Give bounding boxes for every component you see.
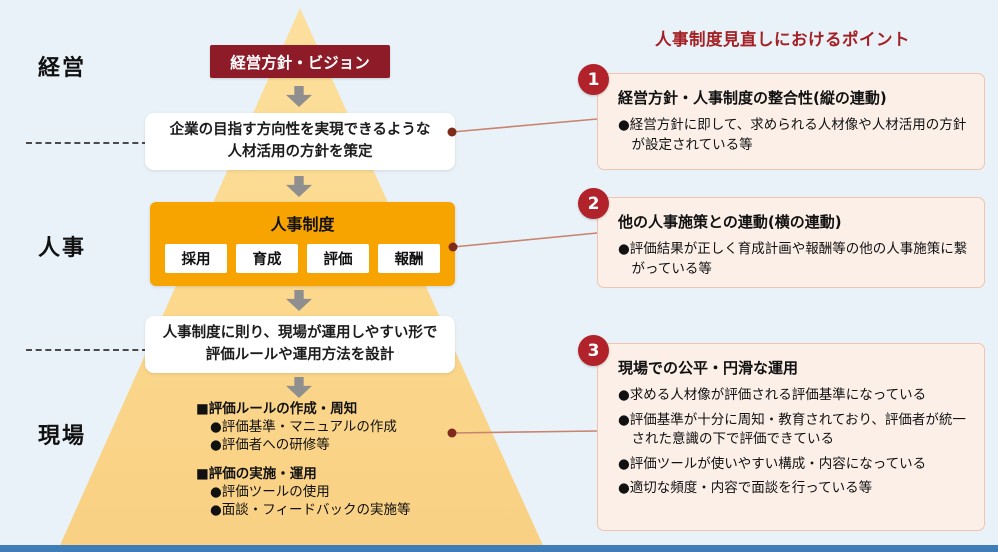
point-heading-3: 現場での公平・円滑な運用 — [618, 359, 799, 377]
point-bullet: ●適切な頻度・内容で面談を行っている等 — [618, 480, 873, 497]
level-label-field: 現場 — [38, 424, 87, 449]
policy-box-line2: 人材活用の方針を策定 — [227, 143, 373, 160]
policy-box-line1: 企業の目指す方向性を実現できるような — [169, 122, 431, 139]
bottom-accent-bar — [0, 545, 998, 552]
hr-item-recruit: 採用 — [165, 244, 227, 273]
hr-system-box: 人事制度 採用 育成 評価 報酬 — [150, 202, 455, 286]
point-bullet: ●評価結果が正しく育成計画や報酬等の他の人事施策に繋がっている等 — [618, 241, 968, 277]
spacer — [196, 454, 411, 466]
level-label-management: 経営 — [38, 56, 87, 81]
design-box-line2: 評価ルールや運用方法を設計 — [205, 346, 395, 363]
point-box-3: 現場での公平・円滑な運用 ●求める人材像が評価される評価基準になっている ●評価… — [597, 343, 985, 531]
hr-system-title: 人事制度 — [270, 215, 335, 234]
field-group-item: ●面談・フィードバックの実施等 — [210, 502, 411, 519]
level-divider-top — [26, 142, 148, 144]
point-heading-1: 経営方針・人事制度の整合性(縦の連動) — [618, 89, 887, 107]
hr-item-reward: 報酬 — [378, 244, 440, 273]
level-divider-bottom — [26, 349, 148, 351]
point-bullet: ●評価基準が十分に周知・教育されており、評価者が統一された意識の下で評価できてい… — [618, 411, 966, 448]
vision-box: 経営方針・ビジョン — [210, 45, 390, 78]
design-box-line1: 人事制度に則り、現場が運用しやすい形で — [162, 325, 438, 342]
hr-item-develop: 育成 — [236, 244, 298, 273]
point-heading-2: 他の人事施策との連動(横の連動) — [618, 213, 842, 231]
field-group-item: ●評価者への研修等 — [210, 436, 330, 453]
point-bullet: ●経営方針に即して、求められる人材像や人材活用の方針が設定されている等 — [618, 117, 967, 153]
point-box-1: 経営方針・人事制度の整合性(縦の連動) ●経営方針に即して、求められる人材像や人… — [597, 73, 985, 170]
point-number-2-badge: 2 — [578, 188, 609, 219]
point-bullet: ●評価ツールが使いやすい構成・内容になっている — [618, 455, 927, 472]
point-number-1-badge: 1 — [578, 64, 609, 95]
points-title: 人事制度見直しにおけるポイント — [655, 30, 910, 49]
field-group-item: ●評価基準・マニュアルの作成 — [210, 418, 397, 435]
hr-item-evaluate: 評価 — [307, 244, 369, 273]
design-box: 人事制度に則り、現場が運用しやすい形で 評価ルールや運用方法を設計 — [145, 316, 455, 373]
hr-system-items: 採用 育成 評価 報酬 — [165, 244, 440, 273]
point-number-3-badge: 3 — [578, 335, 609, 366]
policy-box: 企業の目指す方向性を実現できるような 人材活用の方針を策定 — [145, 113, 455, 170]
point-box-2: 他の人事施策との連動(横の連動) ●評価結果が正しく育成計画や報酬等の他の人事施… — [597, 197, 985, 288]
field-activities-list: ■評価ルールの作成・周知 ●評価基準・マニュアルの作成 ●評価者への研修等 ■評… — [196, 401, 411, 520]
field-group-heading: ■評価ルールの作成・周知 — [196, 401, 358, 417]
field-group-heading: ■評価の実施・運用 — [196, 466, 317, 483]
level-label-hr: 人事 — [38, 236, 87, 261]
field-group-item: ●評価ツールの使用 — [210, 484, 330, 501]
point-bullet: ●求める人材像が評価される評価基準になっている — [618, 387, 927, 403]
